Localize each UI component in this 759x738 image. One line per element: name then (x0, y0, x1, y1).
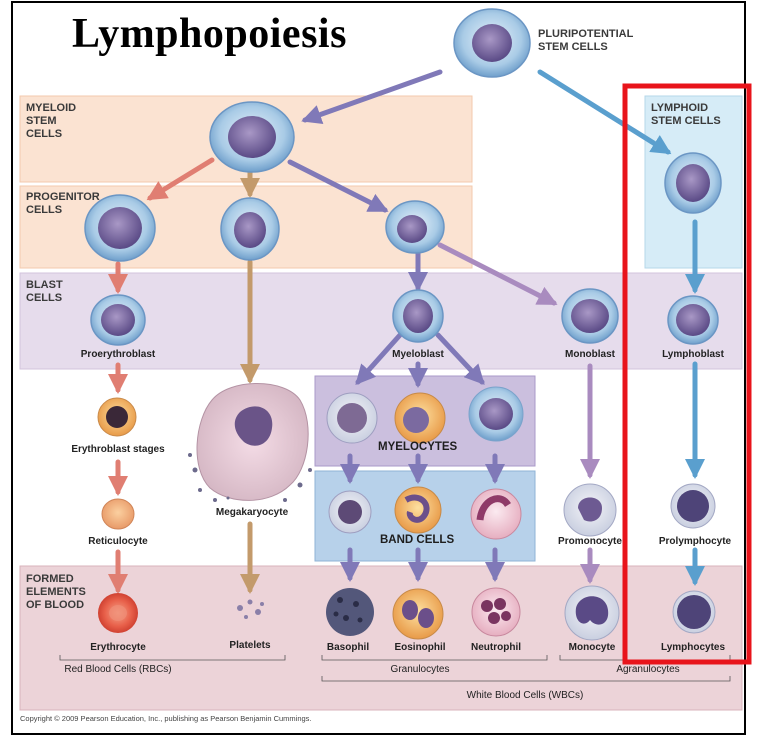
outer-frame (11, 1, 746, 735)
myeloid-label: MYELOID STEM CELLS (26, 102, 76, 141)
monoblast-label: Monoblast (565, 349, 615, 360)
eosinophil-band (394, 486, 442, 534)
pluripotential-stem-cell (453, 8, 531, 78)
arrow-myeloblast-to-neut (435, 332, 485, 385)
arrow-myeloblast-to-baso (355, 332, 403, 385)
page-title: Lymphopoiesis (72, 11, 347, 57)
basophil-band (328, 490, 372, 534)
lymphoid-stem-cell (664, 152, 722, 214)
label-line: STEM CELLS (651, 115, 721, 127)
pluripotential-label: PLURIPOTENTIAL STEM CELLS (538, 28, 633, 54)
basophil-cell (326, 588, 374, 636)
agranulocytes-group-label: Agranulocytes (616, 664, 680, 675)
label-line: MYELOID (26, 102, 77, 114)
monoblast-cell (561, 288, 619, 344)
promonocyte-label: Promonocyte (558, 536, 622, 547)
group-brackets (59, 655, 731, 682)
promonocyte-cell (563, 483, 617, 537)
wbc-group-label: White Blood Cells (WBCs) (466, 690, 584, 701)
label-line: STEM CELLS (538, 41, 608, 53)
megakaryocyte-label: Megakaryocyte (215, 507, 289, 518)
myelocytes-label: MYELOCYTES (378, 441, 458, 453)
formed-band (19, 565, 743, 711)
lymphoid-label: LYMPHOID STEM CELLS (651, 102, 721, 128)
lymphoblast-label: Lymphoblast (662, 349, 724, 360)
progenitor-cell-mega (220, 197, 280, 261)
progenitor-cell-erythroid (84, 194, 156, 262)
erythrocyte-cell (98, 593, 138, 633)
label-line: LYMPHOID (651, 102, 709, 114)
prolymphocyte-cell (670, 483, 716, 529)
platelets-cell (237, 599, 264, 619)
granulocytes-group-label: Granulocytes (390, 664, 450, 675)
myeloid-stem-cell (209, 101, 295, 173)
erythroblast-label: Erythroblast stages (71, 444, 165, 455)
label-line: BLAST (26, 279, 63, 291)
lymphoid-highlight-box (622, 83, 752, 665)
neutrophil-band (470, 488, 522, 540)
label-line: PROGENITOR (26, 191, 100, 203)
arrow-myeloid-to-granulo (287, 159, 389, 213)
formed-label: FORMED ELEMENTS OF BLOOD (26, 573, 86, 612)
arrow-to-monoblast (437, 242, 558, 306)
proerythroblast-label: Proerythroblast (80, 349, 156, 360)
label-line: CELLS (26, 204, 63, 216)
neutrophil-label: Neutrophil (471, 642, 521, 653)
rbc-group-label: Red Blood Cells (RBCs) (64, 664, 172, 675)
eosinophil-cell (392, 588, 444, 640)
eosinophil-label: Eosinophil (394, 642, 446, 653)
progenitor-cell-granulo (385, 200, 445, 254)
erythrocyte-label: Erythrocyte (90, 642, 146, 653)
reticulocyte-cell (101, 498, 135, 530)
label-line: FORMED (26, 573, 74, 585)
label-line: ELEMENTS (26, 586, 86, 598)
basophil-label: Basophil (326, 642, 370, 653)
blast-label: BLAST CELLS (26, 279, 63, 305)
myeloblast-cell (392, 289, 444, 343)
lymphoblast-cell (667, 295, 719, 345)
neutrophil-myelocyte (468, 386, 524, 442)
erythroblast-cell (97, 397, 137, 437)
label-line: PLURIPOTENTIAL (538, 28, 634, 40)
progenitor-label: PROGENITOR CELLS (26, 191, 100, 217)
label-line: CELLS (26, 292, 63, 304)
label-line: STEM (26, 115, 57, 127)
neutrophil-cell (471, 587, 521, 637)
arrow-stem-to-myeloid (301, 69, 443, 125)
lymphocytes-cell (672, 590, 716, 634)
label-line: CELLS (26, 128, 63, 140)
proerythroblast-cell (90, 294, 146, 346)
myeloblast-label: Myeloblast (392, 349, 444, 360)
copyright-text: Copyright © 2009 Pearson Education, Inc.… (20, 714, 312, 723)
basophil-myelocyte (326, 392, 378, 444)
megakaryocyte-cell (188, 383, 312, 502)
platelets-label: Platelets (229, 640, 271, 651)
reticulocyte-label: Reticulocyte (88, 536, 148, 547)
band-cells-label: BAND CELLS (380, 534, 455, 546)
arrow-stem-to-lymphoid (537, 69, 672, 155)
lymphocytes-label: Lymphocytes (660, 642, 726, 653)
label-line: OF BLOOD (26, 599, 85, 611)
monocyte-cell (564, 585, 620, 641)
monocyte-label: Monocyte (568, 642, 616, 653)
prolymphocyte-label: Prolymphocyte (658, 536, 732, 547)
eosinophil-myelocyte (394, 392, 446, 444)
arrow-myeloid-to-erythroid (146, 157, 215, 201)
